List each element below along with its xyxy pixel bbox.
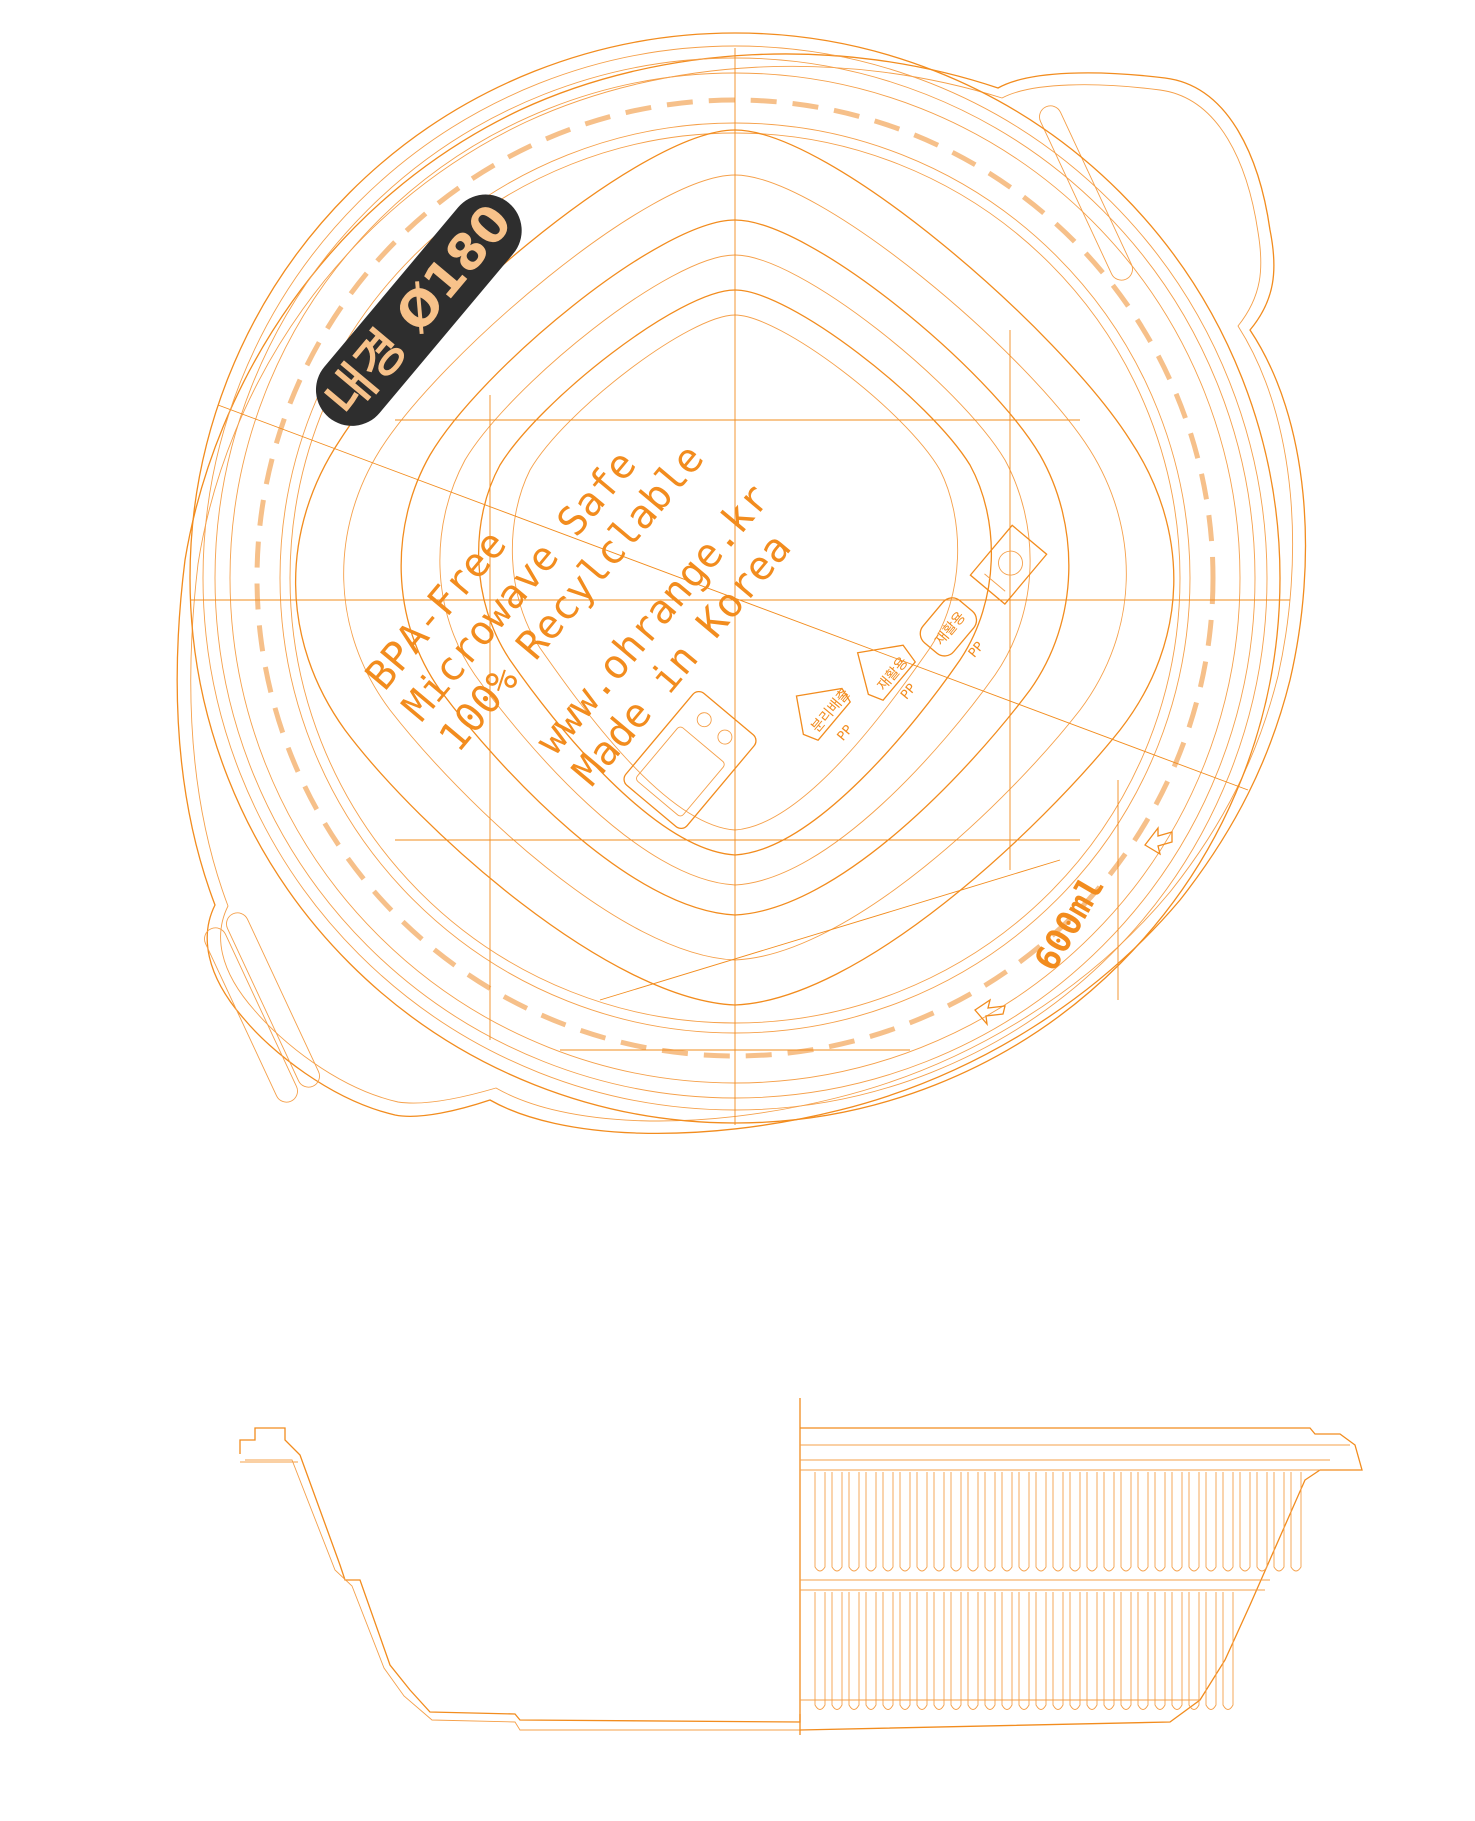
handle-slot-left-2 [204, 927, 298, 1103]
elevation-outline-right [799, 1427, 1363, 1731]
handle-slot-right [1039, 105, 1133, 281]
rib-upper [950, 1472, 962, 1572]
rib-lower [1188, 1592, 1200, 1710]
rib-lower [1154, 1592, 1166, 1710]
rib-lower [933, 1592, 945, 1710]
rib-upper [933, 1472, 945, 1572]
rib-lower [1052, 1592, 1064, 1710]
rib-upper [1188, 1472, 1200, 1572]
recycle-mark-1-material: PP [835, 722, 857, 744]
inner-diameter-dashed-circle [254, 97, 1216, 1059]
rib-upper [1222, 1472, 1234, 1572]
rib-upper [831, 1472, 843, 1572]
rib-upper [916, 1472, 928, 1572]
rib-upper [1205, 1472, 1217, 1572]
rib-upper [1086, 1472, 1098, 1572]
rib-upper [1154, 1472, 1166, 1572]
rib-upper [882, 1472, 894, 1572]
food-safe-icon [969, 524, 1048, 605]
top-view: 내경 Ø180 BPA-Free Microwave Safe 100% Rec… [176, 32, 1307, 1135]
rib-upper [1137, 1472, 1149, 1572]
badge-label: 내경 Ø180 [314, 193, 523, 427]
rib-lower [865, 1592, 877, 1710]
rib-lower [1205, 1592, 1217, 1710]
rib-lower [1120, 1592, 1132, 1710]
center-lines [190, 48, 1290, 1125]
recycle-mark-2-material: PP [898, 681, 920, 703]
rib-upper [1018, 1472, 1030, 1572]
rib-lower [1001, 1592, 1013, 1710]
arrow-icon-2 [1144, 826, 1173, 856]
rib-lower [1171, 1592, 1183, 1710]
badge-background [315, 194, 522, 426]
rib-upper [1052, 1472, 1064, 1572]
section-outline-left [239, 1427, 801, 1723]
rib-lower [814, 1592, 826, 1710]
handle-slot-left [226, 912, 320, 1088]
capacity-label: 600ml [1027, 869, 1113, 978]
rib-upper [1069, 1472, 1081, 1572]
rib-upper [1239, 1472, 1251, 1572]
rib-upper [1273, 1472, 1285, 1572]
rib-upper [814, 1472, 826, 1572]
rim-outline [176, 53, 1307, 1135]
section-outline-left-inner [245, 1459, 800, 1731]
lid-text-block: BPA-Free Microwave Safe 100% Recylclable… [357, 436, 801, 794]
rib-upper [1120, 1472, 1132, 1572]
capacity-text: 600ml [1027, 869, 1113, 978]
rib-lower [950, 1592, 962, 1710]
rib-lower [916, 1592, 928, 1710]
microwave-icon [623, 690, 757, 830]
recycle-mark-3-material: PP [966, 639, 988, 661]
rib-upper [865, 1472, 877, 1572]
rib-upper [967, 1472, 979, 1572]
rib-upper [1001, 1472, 1013, 1572]
rib-lower [1035, 1592, 1047, 1710]
rib-upper [984, 1472, 996, 1572]
rib-upper [1171, 1472, 1183, 1572]
rib-upper [899, 1472, 911, 1572]
rib-lower [967, 1592, 979, 1710]
rib-lower [1018, 1592, 1030, 1710]
rib-upper [1103, 1472, 1115, 1572]
rib-upper [1256, 1472, 1268, 1572]
rim-outline-inner [190, 65, 1294, 1122]
rib-upper [848, 1472, 860, 1572]
rib-lower [899, 1592, 911, 1710]
side-view [239, 1398, 1363, 1735]
arrow-icon-1 [974, 998, 1006, 1027]
rib-upper [1035, 1472, 1047, 1572]
rib-lower [1137, 1592, 1149, 1710]
rib-lower [1069, 1592, 1081, 1710]
recycle-mark-3-label: 재활용 [932, 609, 969, 649]
rib-upper [1290, 1472, 1302, 1572]
rib-lower [831, 1592, 843, 1710]
elevation-ribs [814, 1472, 1302, 1710]
rib-lower [1103, 1592, 1115, 1710]
rib-lower [984, 1592, 996, 1710]
recycle-mark-1: 분리배출 PP [795, 686, 857, 744]
rib-lower [1086, 1592, 1098, 1710]
rib-lower [1222, 1592, 1234, 1710]
rib-lower [848, 1592, 860, 1710]
rib-lower [882, 1592, 894, 1710]
